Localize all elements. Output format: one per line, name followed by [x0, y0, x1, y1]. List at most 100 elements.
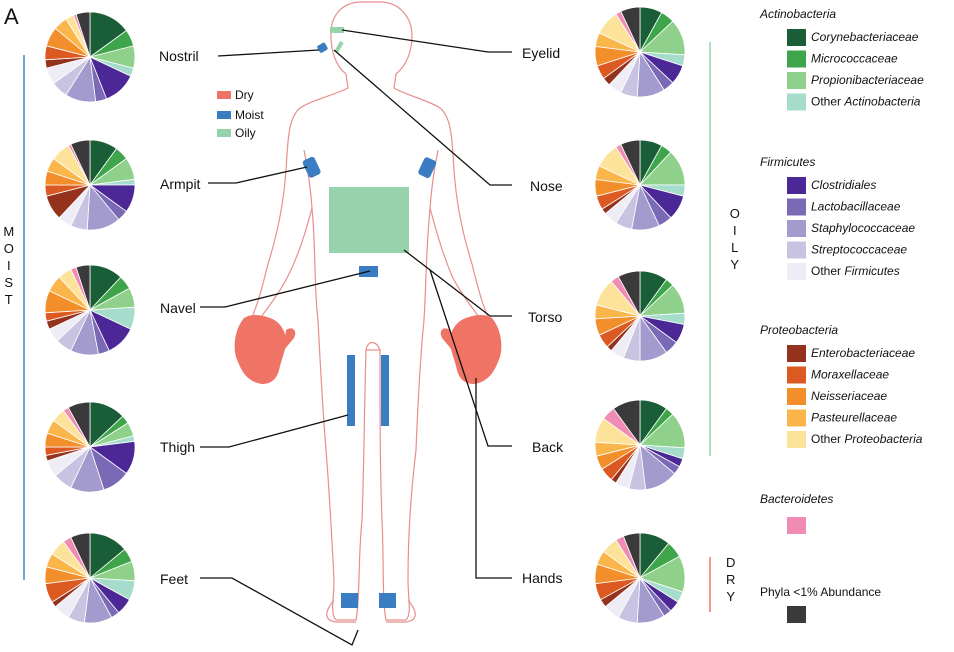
legend-label-name-strep: Streptococcaceae: [811, 243, 907, 257]
moist-letter-3: I: [7, 258, 11, 273]
legend-phylum-firmicutes: Firmicutes: [760, 155, 815, 169]
pie-charts: [44, 6, 686, 624]
legend-phylum-bacteroidetes: Bacteroidetes: [760, 492, 833, 506]
legend-label-morax: Moraxellaceae: [811, 368, 889, 382]
legend-swatch-oact: [787, 93, 806, 111]
legend-swatch-strep: [787, 241, 806, 259]
armpit-marker-left: [302, 156, 321, 178]
right-hand-shape: [449, 315, 502, 384]
legend-swatch-rare: [787, 606, 806, 623]
legend-phylum-actinobacteria: Actinobacteria: [759, 7, 836, 21]
legend-oily-label: Oily: [235, 126, 256, 140]
legend-oily-swatch: [217, 129, 231, 137]
oily-letter-1: O: [730, 206, 741, 221]
legend-label-neiss: Neisseriaceae: [811, 389, 887, 403]
dry-letter-2: R: [726, 572, 736, 587]
armpit-marker-right: [418, 157, 437, 179]
legend-phylum-proteobacteria: Proteobacteria: [760, 323, 838, 337]
left-hand-shape: [234, 315, 287, 384]
eyelid-marker: [330, 27, 344, 33]
site-label-armpit: Armpit: [160, 176, 201, 192]
legend-group-proteobacteria: ProteobacteriaEnterobacteriaceaeMoraxell…: [760, 323, 923, 448]
moist-letter-5: T: [5, 292, 13, 307]
pie-slice-nostril-rare: [75, 11, 91, 58]
pie-slice-nose-rare: [620, 139, 641, 186]
legend-label-name-staph: Staphylococcaceae: [811, 221, 915, 235]
inner-arm-right: [429, 149, 439, 209]
moist-group-label: M O I S T: [3, 224, 14, 307]
thigh-connector: [200, 414, 349, 448]
legend-swatch-morax: [787, 366, 806, 384]
moist-letter-1: M: [3, 224, 14, 239]
legend-label-name-clos: Clostridiales: [811, 178, 876, 192]
armpit-connector: [208, 166, 308, 184]
legend-swatch-ofirm: [787, 263, 806, 280]
dry-group-label: D R Y: [726, 555, 736, 604]
nose-marker: [334, 40, 344, 54]
legend-swatch-oprot: [787, 431, 806, 448]
legend-label-cory: Corynebacteriaceae: [811, 30, 919, 44]
legend-group-firmicutes: FirmicutesClostridialesLactobacillaceaeS…: [760, 155, 915, 280]
taxa-legend: ActinobacteriaCorynebacteriaceaeMicrococ…: [759, 7, 924, 623]
legend-label-ofirm: Other Firmicutes: [811, 264, 900, 278]
nostril-connector: [217, 49, 320, 57]
thigh-marker-right: [381, 355, 389, 426]
legend-swatch-entero: [787, 345, 806, 362]
legend-label-name-oprot: Proteobacteria: [844, 432, 922, 446]
legend-dry-label: Dry: [235, 88, 254, 102]
site-label-thigh: Thigh: [160, 439, 195, 455]
legend-swatch-cory: [787, 29, 806, 46]
legend-label-name-paste: Pasteurellaceae: [811, 411, 897, 425]
site-type-legend: Dry Moist Oily: [217, 88, 264, 140]
legend-dry-swatch: [217, 91, 231, 99]
legend-label-name-micro: Micrococcaceae: [811, 52, 898, 66]
legend-label-name-cory: Corynebacteriaceae: [811, 30, 919, 44]
legend-label-name-ofirm: Firmicutes: [844, 264, 899, 278]
legend-label-name-morax: Moraxellaceae: [811, 368, 889, 382]
moist-letter-2: O: [4, 241, 15, 256]
pie-hands: [594, 532, 686, 624]
site-label-feet: Feet: [160, 571, 188, 587]
site-markers: [302, 27, 437, 608]
legend-swatch-micro: [787, 50, 806, 68]
legend-label-rare: Phyla <1% Abundance: [760, 585, 881, 599]
feet-connector: [200, 577, 359, 646]
site-labels: Nostril Armpit Navel Thigh Feet Eyelid N…: [159, 45, 564, 587]
legend-label-name-lacto: Lactobacillaceae: [811, 200, 901, 214]
dry-letter-1: D: [726, 555, 736, 570]
thigh-marker-left: [347, 355, 355, 426]
pie-slice-feet-rare: [70, 532, 91, 579]
pie-armpit: [44, 139, 136, 231]
pie-eyelid: [594, 6, 686, 98]
legend-group-bacteroidetes: Bacteroidetes: [760, 492, 833, 534]
human-body-outline: [249, 1, 491, 623]
pie-slice-navel-rare: [75, 264, 91, 311]
legend-label-prefix-oprot: Other: [811, 432, 844, 446]
legend-label-name-entero: Enterobacteriaceae: [811, 346, 915, 360]
group-indicators: M O I S T O I L Y D R Y: [3, 42, 740, 612]
pie-slice-thigh-rare: [67, 401, 91, 448]
legend-swatch-staph: [787, 220, 806, 237]
pie-back: [594, 399, 686, 491]
legend-swatch-clos: [787, 177, 806, 194]
connector-lines: [200, 29, 512, 646]
pie-slice-eyelid-rare: [620, 6, 641, 53]
nostril-marker: [317, 42, 328, 53]
right-thumb-shape: [440, 328, 452, 350]
legend-label-lacto: Lactobacillaceae: [811, 200, 901, 214]
feet-marker-right: [379, 593, 396, 608]
foot-left: [326, 599, 356, 623]
site-label-navel: Navel: [160, 300, 196, 316]
site-label-nostril: Nostril: [159, 48, 199, 64]
foot-right: [386, 599, 416, 623]
moist-letter-4: S: [4, 275, 13, 290]
left-thumb-shape: [284, 328, 296, 350]
legend-label-micro: Micrococcaceae: [811, 52, 898, 66]
legend-label-propi: Propionibacteriaceae: [811, 73, 924, 87]
legend-label-name-oact: Actinobacteria: [843, 95, 920, 109]
dry-hands: [234, 315, 502, 384]
pie-nostril: [44, 11, 136, 103]
pie-navel: [44, 264, 136, 356]
pie-slice-armpit-rare: [70, 139, 91, 186]
